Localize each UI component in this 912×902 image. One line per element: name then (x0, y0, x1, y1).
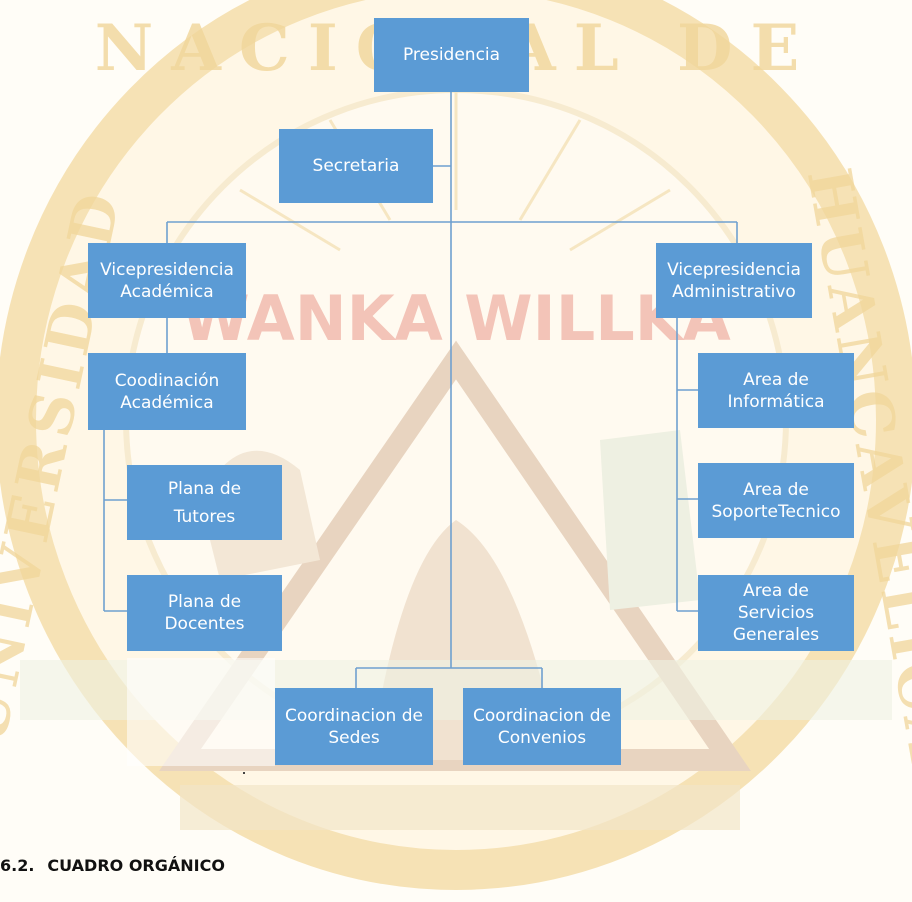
node-coordinacion-sedes: Coordinacion de Sedes (275, 688, 433, 765)
node-area-soporte-tecnico: Area de SoporteTecnico (698, 463, 854, 538)
node-vicepresidencia-administrativo: Vicepresidencia Administrativo (656, 243, 812, 318)
watermark-banner: WANKA WILLKA (181, 282, 731, 355)
node-vicepresidencia-academica: Vicepresidencia Académica (88, 243, 246, 318)
node-coordinacion-academica: Coodinación Académica (88, 353, 246, 430)
node-secretaria: Secretaria (279, 129, 433, 203)
blank-placeholder (127, 658, 275, 766)
node-presidencia: Presidencia (374, 18, 529, 92)
node-plana-docentes: Plana de Docentes (127, 575, 282, 651)
node-plana-tutores: Plana de Tutores (127, 465, 282, 540)
stray-dot (243, 772, 245, 774)
node-area-servicios-generales: Area de Servicios Generales (698, 575, 854, 651)
node-coordinacion-convenios: Coordinacion de Convenios (463, 688, 621, 765)
section-heading: 6.2. CUADRO ORGÁNICO (0, 856, 225, 875)
node-area-informatica: Area de Informática (698, 353, 854, 428)
section-number: 6.2. (0, 856, 35, 875)
section-title: CUADRO ORGÁNICO (47, 856, 225, 875)
